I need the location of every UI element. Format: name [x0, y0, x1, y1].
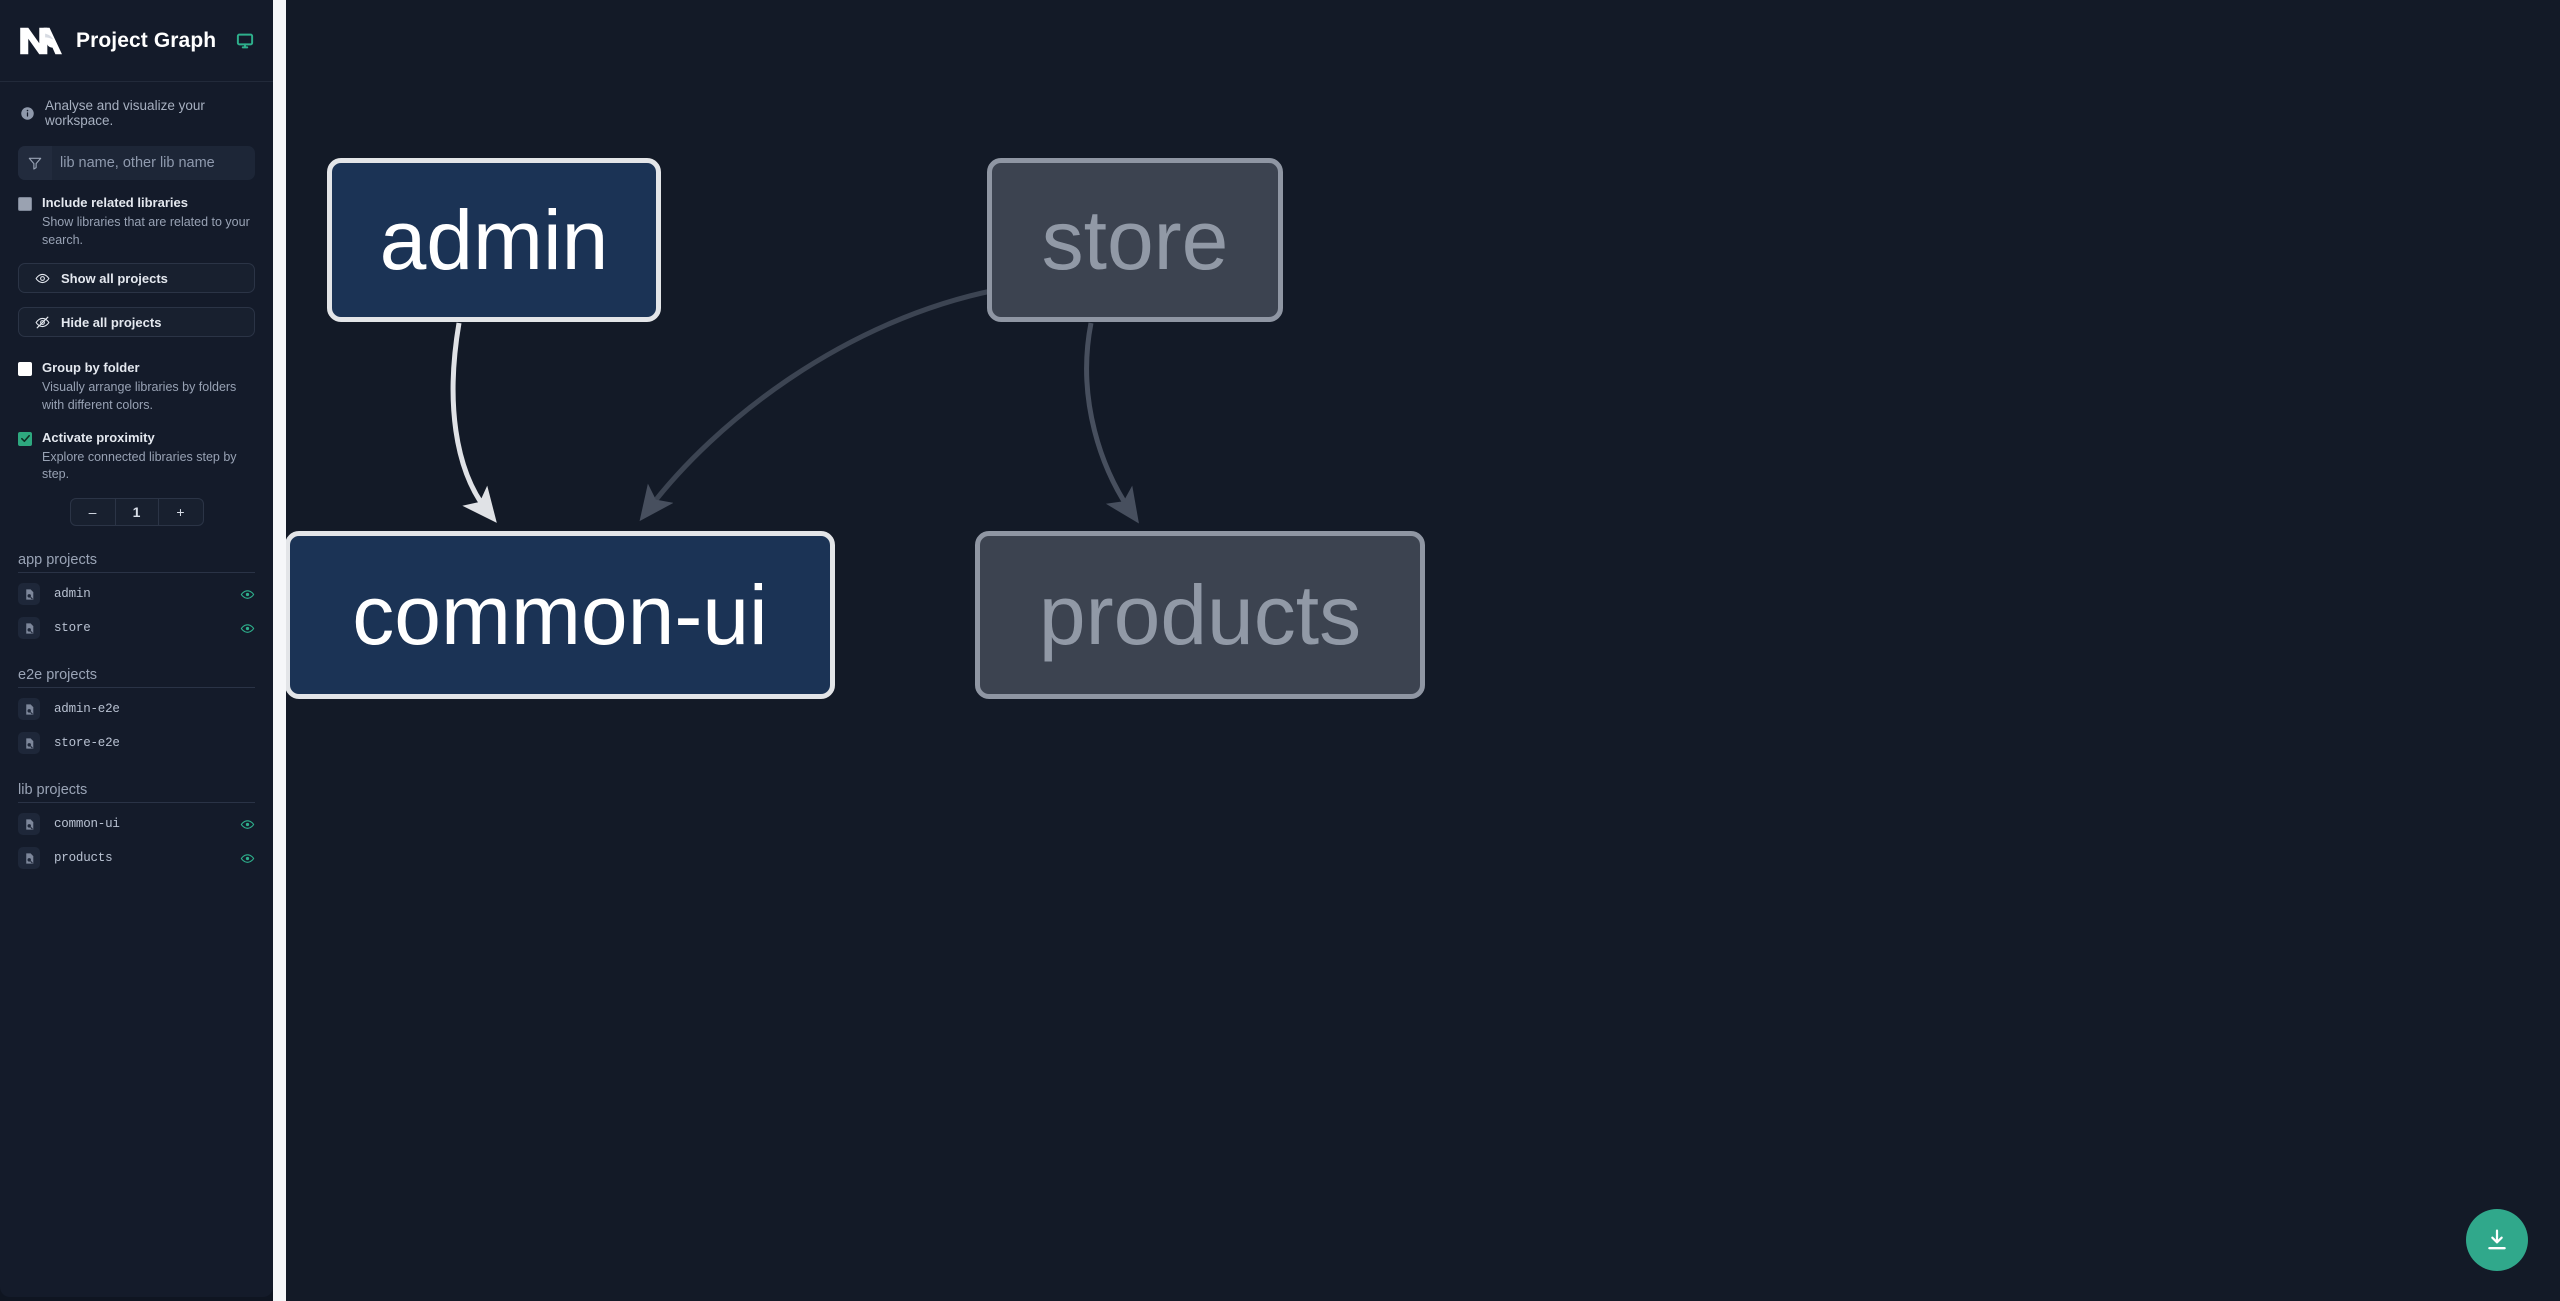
project-name: store — [54, 621, 91, 636]
button-label: Hide all projects — [61, 314, 162, 330]
button-label: Show all projects — [61, 270, 168, 286]
project-visibility-toggle[interactable] — [239, 817, 255, 832]
project-list-item-common-ui[interactable]: common-ui — [18, 807, 255, 841]
project-list-item-store-e2e[interactable]: store-e2e — [18, 726, 255, 760]
node-label: admin — [379, 193, 609, 287]
project-list-item-admin-e2e[interactable]: admin-e2e — [18, 692, 255, 726]
proximity-increment-button[interactable]: + — [176, 504, 185, 521]
page-title: Project Graph — [76, 28, 217, 52]
search-box[interactable] — [18, 146, 255, 180]
download-image-button[interactable] — [2466, 1209, 2528, 1271]
project-file-icon — [18, 732, 40, 755]
node-label: store — [1041, 193, 1229, 287]
eye-icon — [35, 273, 50, 283]
project-graph-svg — [450, 287, 1139, 524]
option-title: Activate proximity — [42, 429, 155, 445]
option-description: Explore connected libraries step by step… — [42, 449, 237, 482]
group-title: lib projects — [18, 782, 255, 804]
info-icon — [21, 106, 34, 120]
option-title: Group by folder — [42, 360, 140, 376]
project-group-lib: lib projects common-ui — [18, 782, 255, 875]
project-name: products — [54, 851, 113, 866]
graph-canvas[interactable]: admin store common-ui products — [285, 0, 2560, 1301]
monitor-icon[interactable] — [236, 32, 254, 50]
project-visibility-toggle[interactable] — [239, 851, 255, 866]
project-visibility-toggle[interactable] — [239, 621, 255, 636]
tagline-text: Analyse and visualize your workspace. — [45, 98, 205, 128]
edge-store-common-ui — [639, 287, 997, 522]
group-by-folder-checkbox[interactable] — [18, 362, 32, 377]
project-visibility-toggle[interactable] — [239, 587, 255, 602]
project-name: common-ui — [54, 817, 120, 832]
project-list-item-products[interactable]: products — [18, 841, 255, 875]
project-name: store-e2e — [54, 736, 120, 751]
sidebar-scrollbar[interactable] — [273, 0, 286, 1301]
project-file-icon — [18, 698, 40, 721]
project-group-e2e: e2e projects admin-e2e — [18, 667, 255, 760]
option-title: Include related libraries — [42, 195, 188, 210]
sidebar: Project Graph Analyse and visualize your… — [0, 0, 273, 1297]
graph-node-common-ui[interactable]: common-ui — [285, 531, 835, 699]
project-name: admin — [54, 587, 91, 602]
option-activate-proximity[interactable]: Activate proximity Explore connected lib… — [0, 415, 273, 484]
proximity-value: 1 — [114, 499, 159, 526]
graph-node-store[interactable]: store — [987, 158, 1283, 322]
project-list-item-admin[interactable]: admin — [18, 577, 255, 611]
sidebar-header: Project Graph — [0, 0, 273, 82]
show-all-projects-button[interactable]: Show all projects — [18, 263, 255, 294]
graph-node-admin[interactable]: admin — [327, 158, 661, 322]
option-description: Show libraries that are related to your … — [42, 214, 250, 247]
project-file-icon — [18, 813, 40, 836]
hide-all-projects-button[interactable]: Hide all projects — [18, 307, 255, 338]
project-list-item-store[interactable]: store — [18, 611, 255, 645]
include-related-libraries-checkbox[interactable] — [18, 197, 32, 211]
option-group-by-folder[interactable]: Group by folder Visually arrange librari… — [0, 337, 273, 414]
group-title: app projects — [18, 552, 255, 574]
project-file-icon — [18, 583, 40, 606]
proximity-decrement-button[interactable]: – — [88, 504, 97, 521]
project-file-icon — [18, 617, 40, 640]
eye-off-icon — [35, 316, 50, 329]
project-name: admin-e2e — [54, 702, 120, 717]
project-groups: app projects admin — [0, 526, 273, 897]
node-label: common-ui — [352, 568, 768, 662]
proximity-stepper: – 1 + — [0, 484, 273, 527]
node-label: products — [1038, 568, 1362, 662]
check-icon — [20, 435, 30, 443]
download-icon — [2488, 1229, 2506, 1250]
option-include-related-libraries[interactable]: Include related libraries Show libraries… — [0, 180, 273, 249]
nx-logo-icon — [20, 27, 62, 54]
filter-icon[interactable] — [18, 146, 52, 180]
workspace-tagline: Analyse and visualize your workspace. — [0, 82, 273, 142]
activate-proximity-checkbox[interactable] — [18, 431, 32, 446]
group-title: e2e projects — [18, 667, 255, 689]
project-group-app: app projects admin — [18, 552, 255, 645]
edge-admin-common-ui — [450, 322, 497, 523]
search-section — [0, 142, 273, 180]
graph-node-products[interactable]: products — [975, 531, 1425, 699]
edge-store-products — [1084, 322, 1139, 524]
option-description: Visually arrange libraries by folders wi… — [42, 380, 237, 412]
project-file-icon — [18, 847, 40, 870]
search-input[interactable] — [52, 146, 255, 180]
